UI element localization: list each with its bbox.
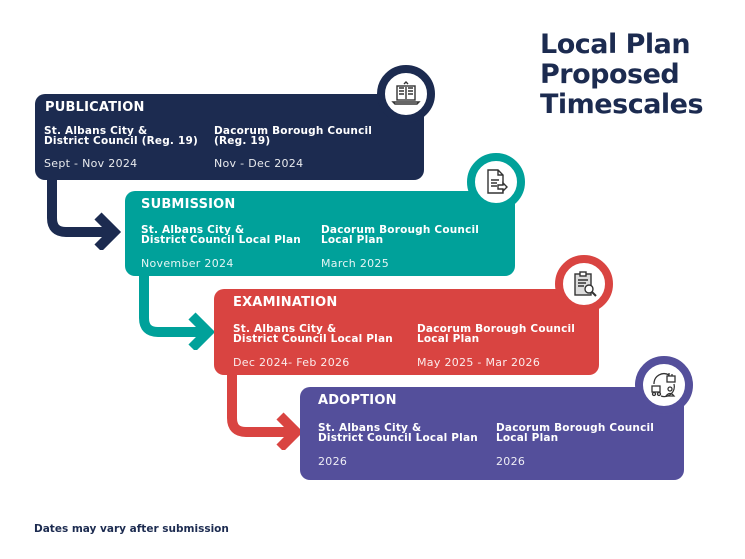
title-line-1: Local Plan xyxy=(540,29,691,60)
dacorum-label: Dacorum Borough Council(Reg. 19) xyxy=(214,125,373,147)
adoption-icon-ring xyxy=(635,356,693,414)
open-book-laptop-icon xyxy=(391,81,421,105)
st-albans-label: St. Albans City &District Council Local … xyxy=(318,422,478,444)
stage-publication: PUBLICATION St. Albans City &District Co… xyxy=(35,94,424,180)
submission-icon-ring xyxy=(467,153,525,211)
connector-submission-examination xyxy=(139,270,216,350)
stage-title: EXAMINATION xyxy=(233,295,338,310)
connector-publication-submission xyxy=(47,170,122,250)
st-albans-date: 2026 xyxy=(318,455,348,468)
stage-adoption: ADOPTION St. Albans City &District Counc… xyxy=(300,387,684,480)
dacorum-date: 2026 xyxy=(496,455,526,468)
dacorum-date: Nov - Dec 2024 xyxy=(214,157,304,170)
examination-icon-ring xyxy=(555,255,613,313)
st-albans-label: St. Albans City &District Council (Reg. … xyxy=(44,125,198,147)
clipboard-magnifier-icon xyxy=(574,271,597,297)
st-albans-date: Dec 2024- Feb 2026 xyxy=(233,356,350,369)
stage-title: PUBLICATION xyxy=(45,100,145,115)
st-albans-date: Sept - Nov 2024 xyxy=(44,157,138,170)
delivery-cycle-icon xyxy=(651,373,676,398)
stage-examination: EXAMINATION St. Albans City &District Co… xyxy=(214,289,599,375)
footnote: Dates may vary after submission xyxy=(34,523,229,535)
st-albans-label: St. Albans City &District Council Local … xyxy=(233,323,393,345)
st-albans-label: St. Albans City &District Council Local … xyxy=(141,224,301,246)
connector-examination-adoption xyxy=(227,370,304,450)
dacorum-date: March 2025 xyxy=(321,257,390,270)
stage-title: SUBMISSION xyxy=(141,197,236,212)
st-albans-date: November 2024 xyxy=(141,257,234,270)
stage-title: ADOPTION xyxy=(318,393,397,408)
document-submit-icon xyxy=(487,169,508,194)
title-line-2: Proposed xyxy=(540,59,680,90)
dacorum-date: May 2025 - Mar 2026 xyxy=(417,356,541,369)
title-line-3: Timescales xyxy=(540,89,704,120)
stage-submission: SUBMISSION St. Albans City &District Cou… xyxy=(125,191,515,276)
page-title: Local Plan Proposed Timescales xyxy=(540,29,704,120)
publication-icon-ring xyxy=(377,65,435,123)
